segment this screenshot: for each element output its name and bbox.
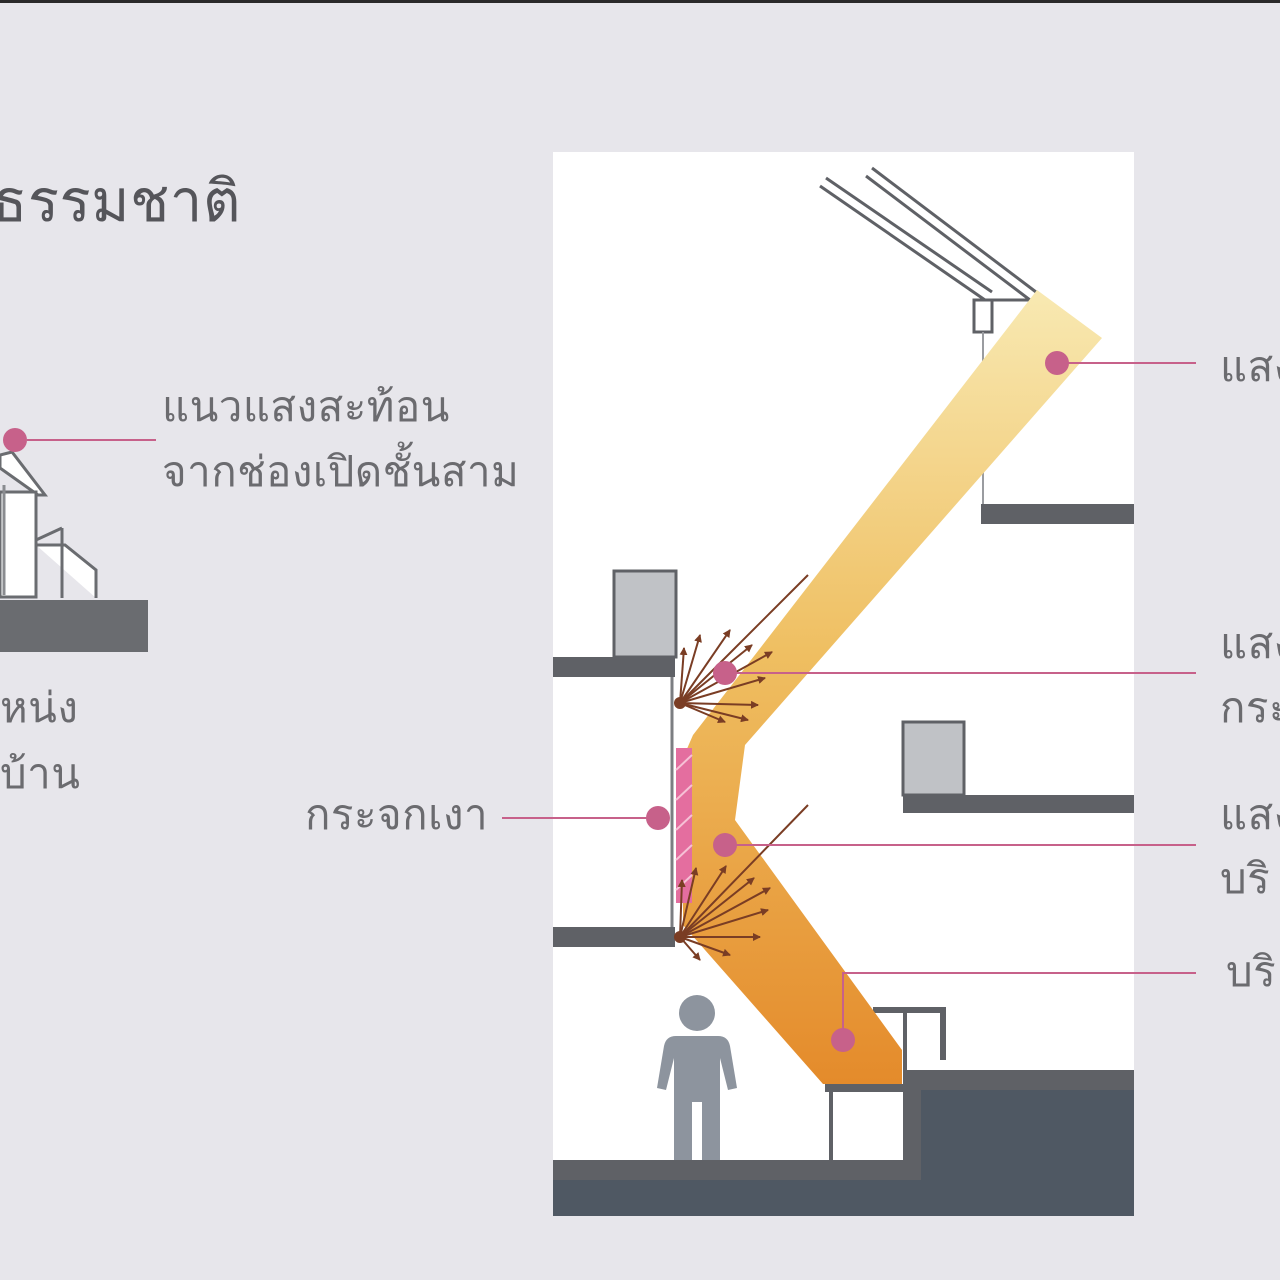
- page-title: ธรรมชาติ: [0, 167, 242, 235]
- third-floor-left-slab: [553, 657, 675, 677]
- left-bottom-label-line2: บ้าน: [0, 749, 81, 798]
- left-ground-slab: [0, 600, 148, 652]
- right-label-2-line1: แสง: [1220, 619, 1280, 668]
- marker-lower-reflect: [713, 833, 737, 857]
- left-reflect-label-line1: แนวแสงสะท้อน: [162, 382, 450, 431]
- bench-top: [825, 1084, 903, 1092]
- right-label-1-line1: แสง: [1220, 342, 1280, 391]
- mirror-label: กระจกเงา: [305, 790, 489, 839]
- marker-mirror: [646, 806, 670, 830]
- left-marker-dot: [3, 428, 27, 452]
- ground-top-line: [553, 1160, 903, 1180]
- raised-ground-top: [903, 1070, 1134, 1090]
- marker-upper-reflect: [713, 661, 737, 685]
- middle-cabinet: [901, 720, 966, 797]
- left-house-wall: [0, 490, 38, 599]
- callout-leaders: [502, 362, 1196, 1040]
- left-bottom-label-line1: หน่ง: [0, 683, 79, 732]
- top-right-slab: [981, 504, 1134, 524]
- right-label-3-line1: แสง: [1220, 790, 1280, 839]
- left-house-annex: [36, 543, 98, 598]
- right-label-2-line2: กระ: [1220, 683, 1280, 732]
- right-label-3-line2: บริ: [1220, 854, 1271, 903]
- balcony-railing: [873, 1007, 946, 1060]
- marker-skylight-light: [1045, 351, 1069, 375]
- upper-cabinet: [612, 569, 678, 659]
- top-edge-bar: [0, 0, 1280, 3]
- raised-ground-block: [903, 1070, 1134, 1216]
- second-floor-left-slab: [553, 927, 675, 947]
- marker-ground-light: [831, 1028, 855, 1052]
- lower-ray-origin: [674, 931, 686, 943]
- right-label-4-line1: บริ: [1226, 947, 1277, 996]
- left-reflect-label-line2: จากช่องเปิดชั้นสาม: [162, 447, 520, 496]
- left-house-diagram: [0, 428, 156, 652]
- left-house-roof: [0, 450, 49, 497]
- middle-right-slab: [903, 795, 1134, 813]
- step-riser: [903, 1070, 921, 1180]
- upper-ray-origin: [674, 697, 686, 709]
- mirror-glass: [676, 748, 692, 903]
- person-figure: [657, 995, 737, 1160]
- skylight-roof: [819, 166, 1037, 504]
- left-house-rail: [35, 526, 63, 542]
